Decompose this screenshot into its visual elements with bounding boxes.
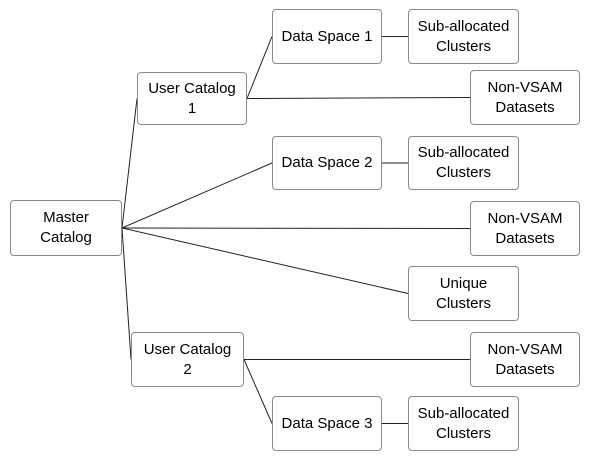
node-label-line: Data Space 1 [281, 27, 373, 45]
sub-allocated-clusters-3-node: Sub-allocated Clusters [408, 396, 519, 451]
connector-user_catalog_2-to-data_space_3 [243, 359, 273, 424]
user-catalog-2-node: User Catalog 2 [131, 332, 244, 387]
node-label-line: Non-VSAM [487, 340, 563, 358]
node-label-line: Datasets [495, 229, 555, 247]
connector-user_catalog_1-to-non_vsam_1 [246, 97, 471, 99]
connector-master_catalog-to-user_catalog_1 [121, 98, 138, 229]
node-label-line: Sub-allocated [417, 144, 510, 161]
node-label-line: Sub-allocated [417, 404, 510, 422]
data-space-3-node: Data Space 3 [272, 396, 382, 451]
node-label-line: Non-VSAM [487, 209, 563, 227]
node-label-line: User Catalog [148, 79, 236, 97]
node-label-line: 1 [187, 99, 197, 117]
node-label-line: Datasets [495, 360, 555, 378]
connector-master_catalog-to-non_vsam_2 [121, 227, 471, 229]
user-catalog-1-node: User Catalog 1 [137, 72, 247, 125]
node-label-line: Clusters [435, 294, 491, 312]
data-space-2-node: Data Space 2 [272, 136, 382, 190]
node-label-line: Non-VSAM [487, 78, 563, 96]
master-catalog-node: Master Catalog [10, 200, 122, 256]
node-label-line: Catalog [40, 229, 92, 246]
non-vsam-datasets-1-node: Non-VSAM Datasets [470, 70, 580, 125]
non-vsam-datasets-2-node: Non-VSAM Datasets [470, 201, 580, 256]
non-vsam-datasets-3-node: Non-VSAM Datasets [470, 332, 580, 387]
node-label-line: Master [43, 209, 89, 226]
sub-allocated-clusters-1-node: Sub-allocated Clusters [408, 9, 519, 64]
node-label-line: Data Space 3 [281, 414, 373, 432]
connector-master_catalog-to-user_catalog_2 [121, 227, 132, 360]
connector-user_catalog_1-to-data_space_1 [246, 36, 273, 99]
node-label-line: Datasets [495, 98, 555, 116]
node-label-line: Clusters [435, 37, 491, 55]
node-label-line: User Catalog [143, 340, 232, 358]
connector-master_catalog-to-unique_clusters [121, 227, 409, 294]
sub-allocated-clusters-2-node: Sub-allocated Clusters [408, 136, 519, 190]
node-label-line: 2 [183, 360, 192, 378]
node-label-line: Clusters [435, 164, 491, 181]
data-space-1-node: Data Space 1 [272, 9, 382, 64]
node-label-line: Sub-allocated [417, 17, 510, 35]
connector-master_catalog-to-data_space_2 [121, 162, 273, 229]
unique-clusters-node: Unique Clusters [408, 266, 519, 321]
node-label-line: Clusters [435, 424, 491, 442]
node-label-line: Data Space 2 [281, 154, 373, 171]
node-label-line: Unique [439, 274, 488, 292]
